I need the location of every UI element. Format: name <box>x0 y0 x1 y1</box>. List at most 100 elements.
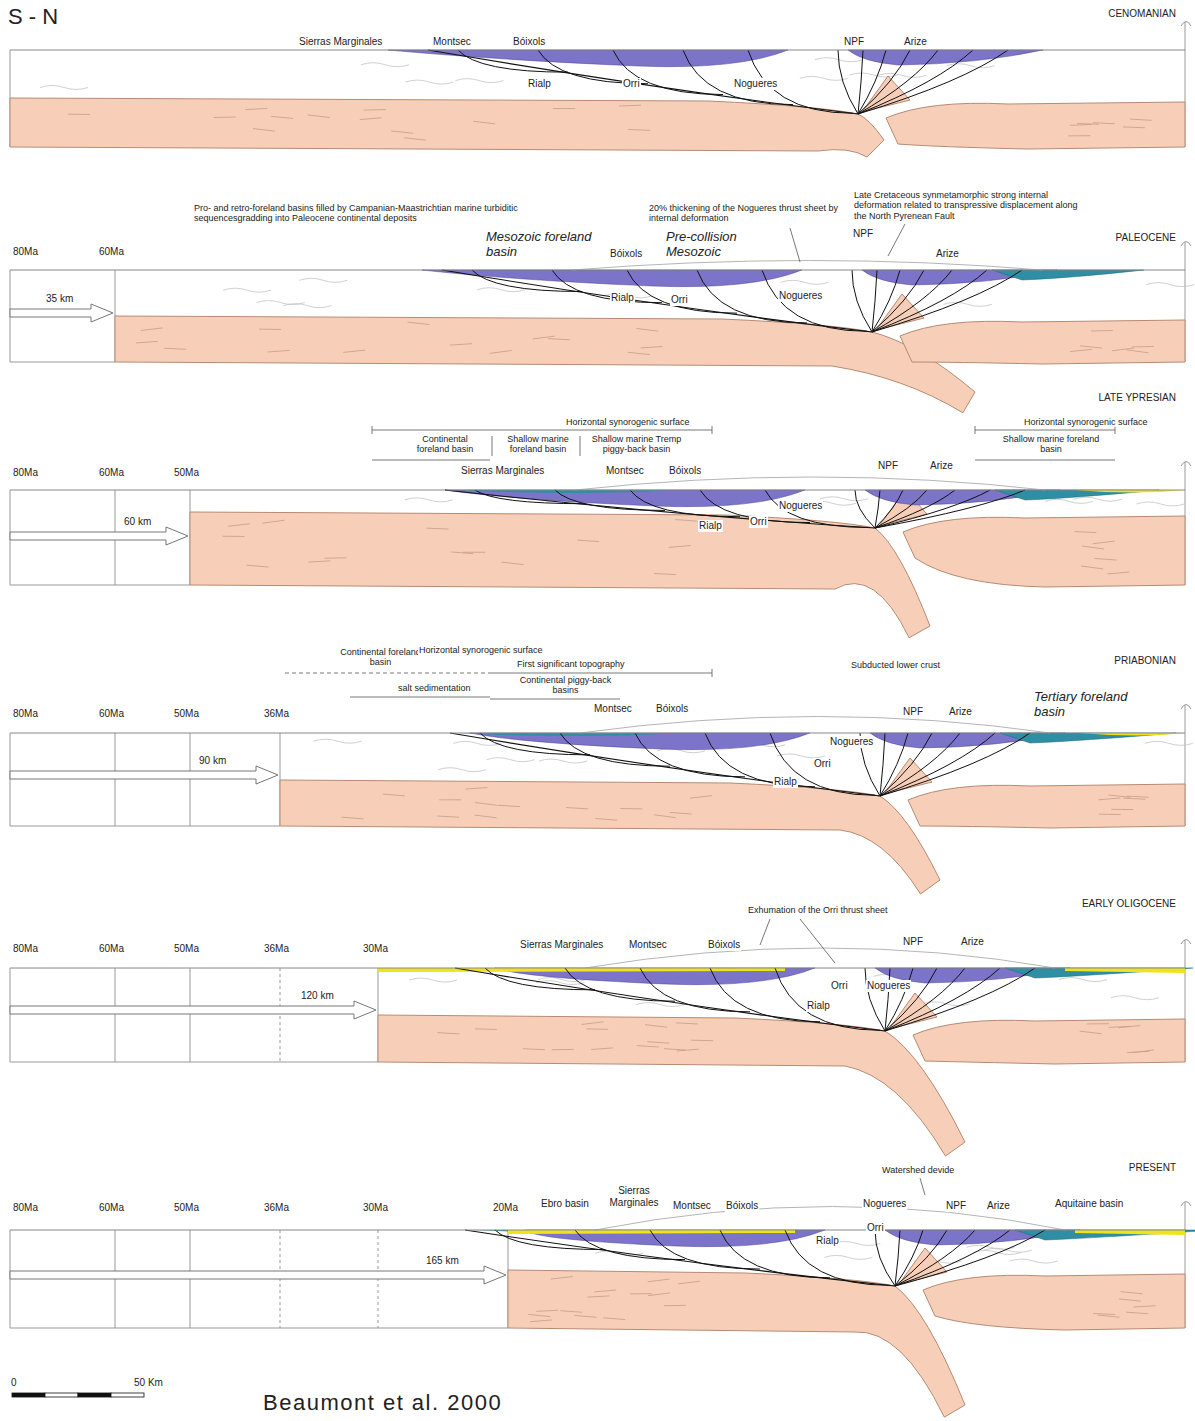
section-label: 50Ma <box>173 708 200 720</box>
thrust-fault <box>705 733 815 787</box>
thrust-fault <box>485 968 595 990</box>
leader-line <box>712 426 713 434</box>
section-label: Rialp <box>527 78 552 90</box>
crust-fabric <box>259 329 281 330</box>
crust-fabric <box>641 347 663 348</box>
crust-fabric <box>1074 497 1122 501</box>
lower-crust <box>508 1270 965 1417</box>
crust-fabric <box>577 540 599 542</box>
crust-fabric <box>551 1277 573 1280</box>
cross-section-panel <box>10 22 1191 157</box>
time-line <box>190 968 191 1062</box>
crust-fabric <box>1095 558 1117 560</box>
crust-fabric <box>678 1281 700 1284</box>
crust-fabric <box>1121 1292 1143 1294</box>
thrust-fault <box>775 968 880 1030</box>
crust-fabric <box>475 803 497 806</box>
section-label: EARLY OLIGOCENE <box>1081 898 1177 910</box>
section-label: Ebro basin <box>540 1198 590 1210</box>
crust-fabric <box>691 1040 713 1042</box>
back-thrust <box>880 733 885 796</box>
marker-symbol <box>1181 705 1191 710</box>
crust-fabric <box>533 336 555 339</box>
crust-fabric <box>247 565 269 567</box>
back-thrust <box>875 490 927 528</box>
section-label: 20Ma <box>492 1202 519 1214</box>
section-label: Pro- and retro-foreland basins filled by… <box>193 203 595 224</box>
thrust-fault <box>650 1230 760 1269</box>
crust-fabric <box>1010 1259 1058 1263</box>
crust-fabric <box>1111 996 1159 1000</box>
thrust-fault <box>472 270 582 292</box>
leader-lines <box>285 224 1115 1195</box>
section-label: Nogueres <box>866 980 911 992</box>
section-label: 60Ma <box>98 943 125 955</box>
basal-detachment <box>445 490 875 528</box>
crust-fabric <box>343 350 365 352</box>
lower-crust <box>886 102 1185 149</box>
leader-line <box>492 436 493 456</box>
scale-segment <box>45 1393 78 1397</box>
thrust-fault <box>630 490 740 517</box>
back-thrust <box>872 270 877 332</box>
crust-fabric <box>530 1320 552 1322</box>
section-label: Horizontal synorogenic surface <box>565 417 691 427</box>
crust-fabric <box>781 280 829 284</box>
crust-fabric <box>1119 1299 1141 1301</box>
crust-fabric <box>253 129 275 132</box>
crust-fabric <box>308 115 330 118</box>
crust-fabric <box>245 108 267 109</box>
thrust-fault <box>640 968 750 1012</box>
crust-fabric <box>360 118 382 120</box>
section-label: 165 km <box>425 1255 460 1267</box>
scale-segment <box>111 1393 144 1397</box>
crust-fabric <box>1070 349 1092 351</box>
crust-fabric <box>1126 1312 1148 1314</box>
section-label: NPF <box>902 936 924 948</box>
mesozoic-sediments <box>422 270 802 287</box>
section-label: 50Ma <box>173 1202 200 1214</box>
crust-fabric <box>1080 1031 1102 1034</box>
section-label: 60Ma <box>98 467 125 479</box>
section-label: Late Cretaceous synmetamorphic strong in… <box>853 190 1080 221</box>
crust-fabric <box>648 1279 670 1282</box>
crust-fabric <box>630 1293 652 1294</box>
basin-name: Pre-collision Mesozoic <box>665 230 767 260</box>
back-thrust <box>880 733 995 796</box>
basal-detachment <box>450 733 880 796</box>
crust-fabric <box>1108 795 1130 797</box>
back-thrust <box>875 490 880 528</box>
crust-fabric <box>502 562 524 564</box>
crust-fabric <box>1068 135 1090 136</box>
crust-fabric <box>523 1048 545 1050</box>
scale-bar <box>12 1393 144 1397</box>
crust-fabric <box>973 1250 1021 1254</box>
crust-fabric <box>408 322 430 324</box>
thrust-fault <box>710 968 820 1022</box>
section-label: PRIABONIAN <box>1113 655 1177 667</box>
crust-fabric <box>324 557 346 558</box>
crust-fabric <box>619 105 641 107</box>
section-label: Nogueres <box>829 736 874 748</box>
crust-fabric <box>1111 809 1133 810</box>
crust-fabric <box>1059 978 1107 982</box>
time-line <box>280 968 281 1062</box>
crust-fabric <box>675 520 697 522</box>
section-label: Bóixols <box>609 248 643 260</box>
crust-fabric <box>214 117 236 118</box>
leader-line <box>285 673 490 674</box>
crust-fabric <box>628 129 650 131</box>
back-thrust <box>895 1230 900 1286</box>
back-thrust <box>858 50 863 114</box>
crust-fabric <box>136 341 158 343</box>
section-label: Rialp <box>610 292 635 304</box>
back-thrust <box>880 733 932 796</box>
leader-line <box>350 697 490 698</box>
surface-line <box>10 270 1185 271</box>
leader-line <box>580 436 581 456</box>
eroded-topography <box>580 717 1050 734</box>
crust-fabric <box>262 520 284 523</box>
surface-line <box>10 733 1185 734</box>
crust-fabric <box>1091 330 1113 332</box>
marker-symbol <box>1181 1202 1191 1207</box>
